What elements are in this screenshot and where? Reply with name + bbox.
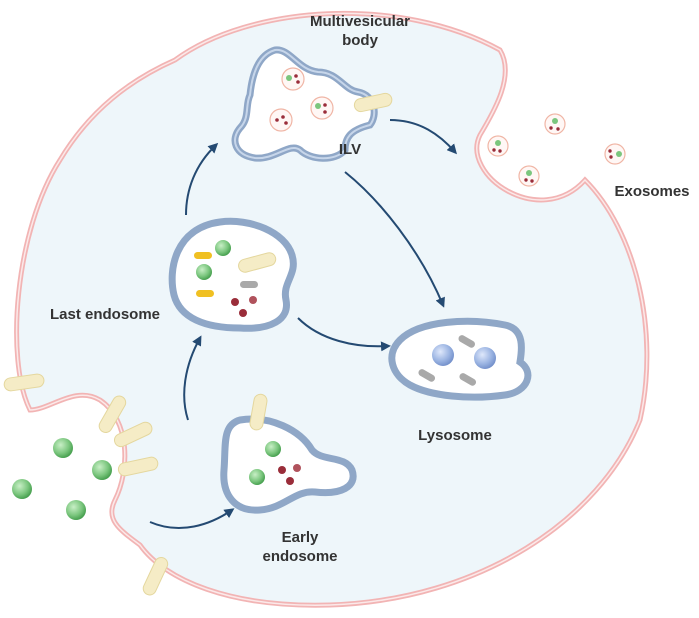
gray-rod bbox=[458, 335, 476, 348]
ilv bbox=[310, 96, 334, 120]
receptor-2 bbox=[98, 395, 127, 433]
gray-rod bbox=[459, 373, 477, 386]
lysosome bbox=[388, 317, 532, 401]
label-last-endosome: Last endosome bbox=[49, 306, 161, 323]
blue-particle bbox=[474, 347, 496, 369]
label-multivesicular-body: Multivesicular body bbox=[300, 12, 420, 50]
receptor-1 bbox=[3, 373, 45, 392]
green-particle bbox=[53, 438, 73, 458]
exosome bbox=[544, 113, 566, 135]
label-exosomes: Exosomes bbox=[614, 183, 690, 200]
gray-rod bbox=[418, 369, 436, 382]
gray-rod bbox=[240, 281, 258, 288]
early-endosome bbox=[220, 393, 357, 514]
multivesicular-body bbox=[231, 46, 393, 162]
arrow-last-to-mvb bbox=[185, 142, 219, 216]
red-particle bbox=[239, 309, 247, 317]
cell-membrane-inner bbox=[15, 12, 648, 606]
green-particle bbox=[196, 264, 212, 280]
label-early-line2: endosome bbox=[262, 548, 338, 565]
label-multivesicular-line2: body bbox=[342, 32, 378, 49]
mvb-receptor bbox=[353, 92, 393, 113]
arrow-mvb-to-exosomes bbox=[389, 119, 457, 155]
red-particle bbox=[278, 466, 286, 474]
yellow-rod bbox=[196, 290, 214, 297]
green-particle bbox=[66, 500, 86, 520]
early-endosome-receptor bbox=[249, 393, 268, 431]
label-ilv: ILV bbox=[338, 141, 362, 158]
blue-particle bbox=[432, 344, 454, 366]
receptor-5 bbox=[142, 556, 169, 596]
exosome bbox=[487, 135, 509, 157]
red-particle bbox=[286, 477, 294, 485]
arrow-early-to-last bbox=[183, 335, 202, 421]
red-particle bbox=[249, 296, 257, 304]
arrow-to-early-endosome bbox=[149, 508, 235, 529]
yellow-rod bbox=[194, 252, 212, 259]
label-lysosome: Lysosome bbox=[418, 427, 492, 444]
green-particle bbox=[92, 460, 112, 480]
exosomes bbox=[487, 113, 626, 187]
last-endosome bbox=[168, 217, 297, 332]
exosome bbox=[604, 143, 626, 165]
green-particle bbox=[215, 240, 231, 256]
last-endosome-membrane bbox=[168, 217, 297, 332]
lysosome-membrane bbox=[388, 317, 532, 401]
ilv bbox=[269, 108, 293, 132]
label-early-endosome: Early endosome bbox=[250, 528, 350, 566]
receptors bbox=[3, 373, 169, 596]
receptor-4 bbox=[117, 456, 159, 477]
extracellular-cargo bbox=[12, 438, 112, 520]
green-particle bbox=[249, 469, 265, 485]
label-multivesicular-line1: Multivesicular bbox=[309, 13, 411, 30]
exosome bbox=[518, 165, 540, 187]
green-particle bbox=[265, 441, 281, 457]
red-particle bbox=[293, 464, 301, 472]
receptor-3 bbox=[113, 421, 153, 448]
early-endosome-membrane bbox=[220, 415, 357, 514]
pathway-arrows bbox=[149, 119, 457, 529]
green-particle bbox=[12, 479, 32, 499]
last-endosome-receptor bbox=[238, 252, 277, 273]
arrow-mvb-to-lysosome bbox=[344, 171, 445, 308]
red-particle bbox=[231, 298, 239, 306]
label-early-line1: Early bbox=[281, 529, 319, 546]
arrow-last-to-lysosome bbox=[297, 317, 391, 352]
ilv bbox=[281, 67, 305, 91]
